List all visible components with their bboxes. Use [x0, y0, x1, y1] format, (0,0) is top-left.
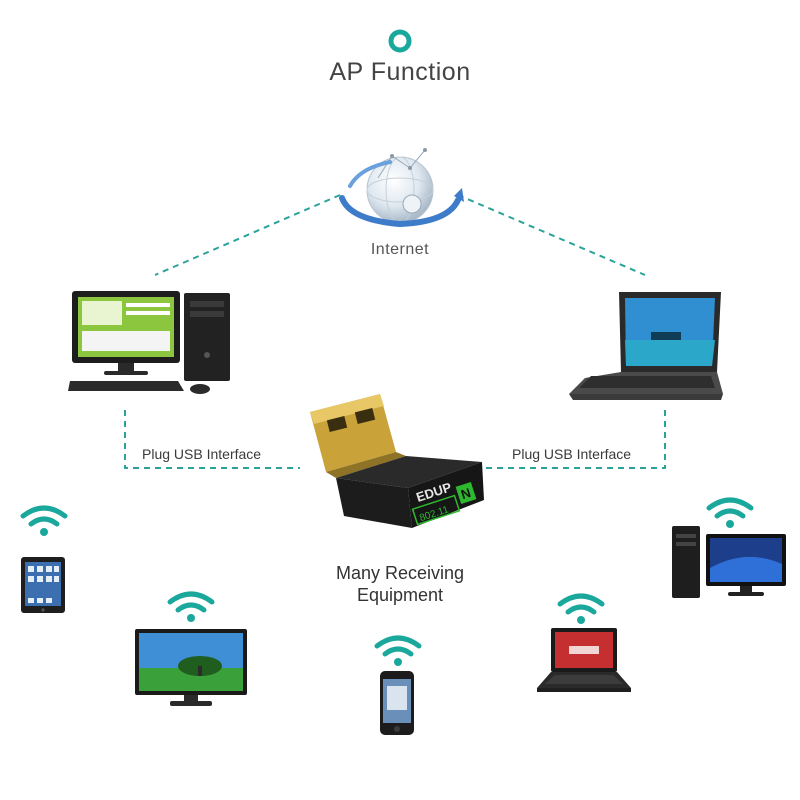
- connector-internet-desktop: [154, 194, 341, 276]
- tv-icon: [135, 629, 247, 706]
- netbook-icon: [537, 628, 631, 692]
- globe-icon: [339, 148, 464, 228]
- wifi-icon: [20, 505, 68, 536]
- desktop-monitor-icon: [672, 526, 786, 598]
- wifi-icon: [557, 593, 605, 624]
- wifi-icon: [706, 497, 754, 528]
- desktop-pc-icon: [68, 291, 230, 394]
- receivers-caption-line2: Equipment: [356, 585, 444, 605]
- usb-adapter-icon: EDUP 802.11 N: [310, 394, 484, 528]
- wifi-icon: [374, 635, 422, 666]
- wifi-icon: [167, 591, 215, 622]
- ring-icon: [388, 29, 412, 53]
- tablet-icon: [21, 557, 65, 613]
- connector-laptop-adapter: [478, 410, 666, 469]
- laptop-icon: [569, 292, 723, 400]
- connector-internet-laptop: [457, 194, 646, 276]
- receivers-caption: Many Receiving Equipment: [300, 562, 500, 606]
- plug-label-left: Plug USB Interface: [138, 446, 266, 462]
- adapter-badge: N: [459, 485, 473, 502]
- page-title: AP Function: [329, 58, 471, 86]
- phone-icon: [380, 671, 414, 735]
- connector-desktop-adapter: [124, 410, 300, 469]
- receivers-caption-line1: Many Receiving: [335, 563, 465, 583]
- plug-label-right: Plug USB Interface: [508, 446, 636, 462]
- internet-label: Internet: [370, 241, 430, 258]
